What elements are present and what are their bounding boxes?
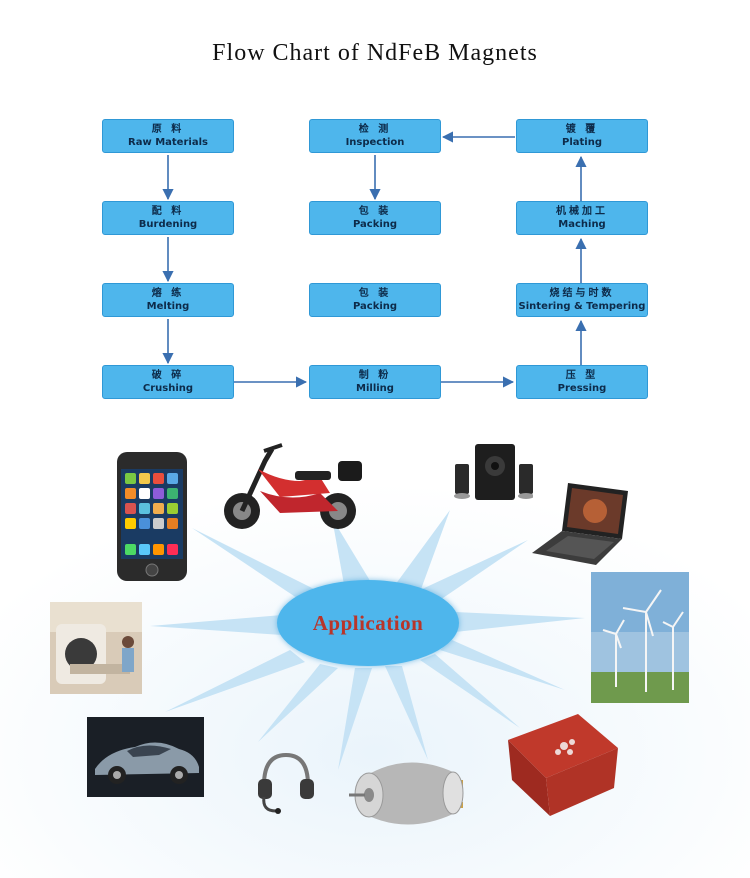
step-cn-label: 压 型: [565, 370, 599, 381]
step-en-label: Packing: [352, 219, 398, 230]
step-sintering-tempering: 烧结与时数 Sintering & Tempering: [516, 283, 648, 317]
step-plating: 镀 覆 Plating: [516, 119, 648, 153]
ray-down-right-far: [420, 654, 520, 728]
ray-down-left: [338, 668, 372, 770]
ray-up-left: [332, 518, 372, 590]
step-en-label: Melting: [146, 301, 190, 312]
step-maching: 机械加工 Maching: [516, 201, 648, 235]
page-title: Flow Chart of NdFeB Magnets: [212, 40, 538, 66]
step-en-label: Pressing: [557, 383, 607, 394]
gift-box-image: [508, 714, 618, 816]
step-en-label: Packing: [352, 301, 398, 312]
sports-car-image: [87, 717, 204, 797]
electric-scooter-image: [224, 443, 362, 529]
flow-arrows: [162, 131, 587, 388]
step-cn-label: 机械加工: [556, 206, 608, 217]
step-packing-2: 包 装 Packing: [309, 283, 441, 317]
application-hub: Application: [277, 580, 459, 666]
ray-up-right: [395, 510, 450, 592]
step-milling: 制 粉 Milling: [309, 365, 441, 399]
step-cn-label: 熔 练: [151, 288, 185, 299]
application-label: Application: [312, 610, 424, 635]
step-pressing: 压 型 Pressing: [516, 365, 648, 399]
computer-speakers-image: [454, 444, 533, 500]
ray-upper-right: [420, 540, 528, 600]
ray-left: [150, 615, 282, 635]
step-cn-label: 原 料: [151, 124, 185, 135]
ray-down-right: [385, 666, 428, 760]
step-packing: 包 装 Packing: [309, 201, 441, 235]
headset-image: [258, 752, 314, 814]
step-cn-label: 检 测: [358, 124, 392, 135]
step-melting: 熔 练 Melting: [102, 283, 234, 317]
step-cn-label: 制 粉: [358, 370, 392, 381]
step-cn-label: 配 料: [151, 206, 185, 217]
step-cn-label: 包 装: [358, 288, 392, 299]
wind-turbines-image: [591, 572, 689, 703]
step-en-label: Milling: [356, 383, 394, 394]
ray-down-left-far: [258, 664, 338, 742]
step-en-label: Inspection: [345, 137, 405, 148]
smartphone-image: [117, 452, 187, 581]
step-burdening: 配 料 Burdening: [102, 201, 234, 235]
step-en-label: Maching: [558, 219, 606, 230]
step-en-label: Plating: [562, 137, 602, 148]
laptop-image: [532, 483, 628, 565]
step-en-label: Sintering & Tempering: [518, 301, 646, 312]
ray-upper-left: [192, 528, 320, 600]
step-cn-label: 包 装: [358, 206, 392, 217]
step-en-label: Burdening: [138, 219, 198, 230]
dc-motor-image: [349, 762, 464, 825]
ray-lower-left: [165, 650, 305, 712]
step-raw-materials: 原 料 Raw Materials: [102, 119, 234, 153]
ray-lower-right: [440, 640, 565, 690]
step-cn-label: 镀 覆: [565, 124, 599, 135]
step-en-label: Raw Materials: [128, 137, 208, 148]
step-inspection: 检 测 Inspection: [309, 119, 441, 153]
step-cn-label: 破 碎: [151, 370, 185, 381]
mri-scanner-image: [50, 602, 142, 694]
step-en-label: Crushing: [142, 383, 194, 394]
ray-right: [455, 612, 585, 632]
step-crushing: 破 碎 Crushing: [102, 365, 234, 399]
step-cn-label: 烧结与时数: [549, 288, 615, 299]
